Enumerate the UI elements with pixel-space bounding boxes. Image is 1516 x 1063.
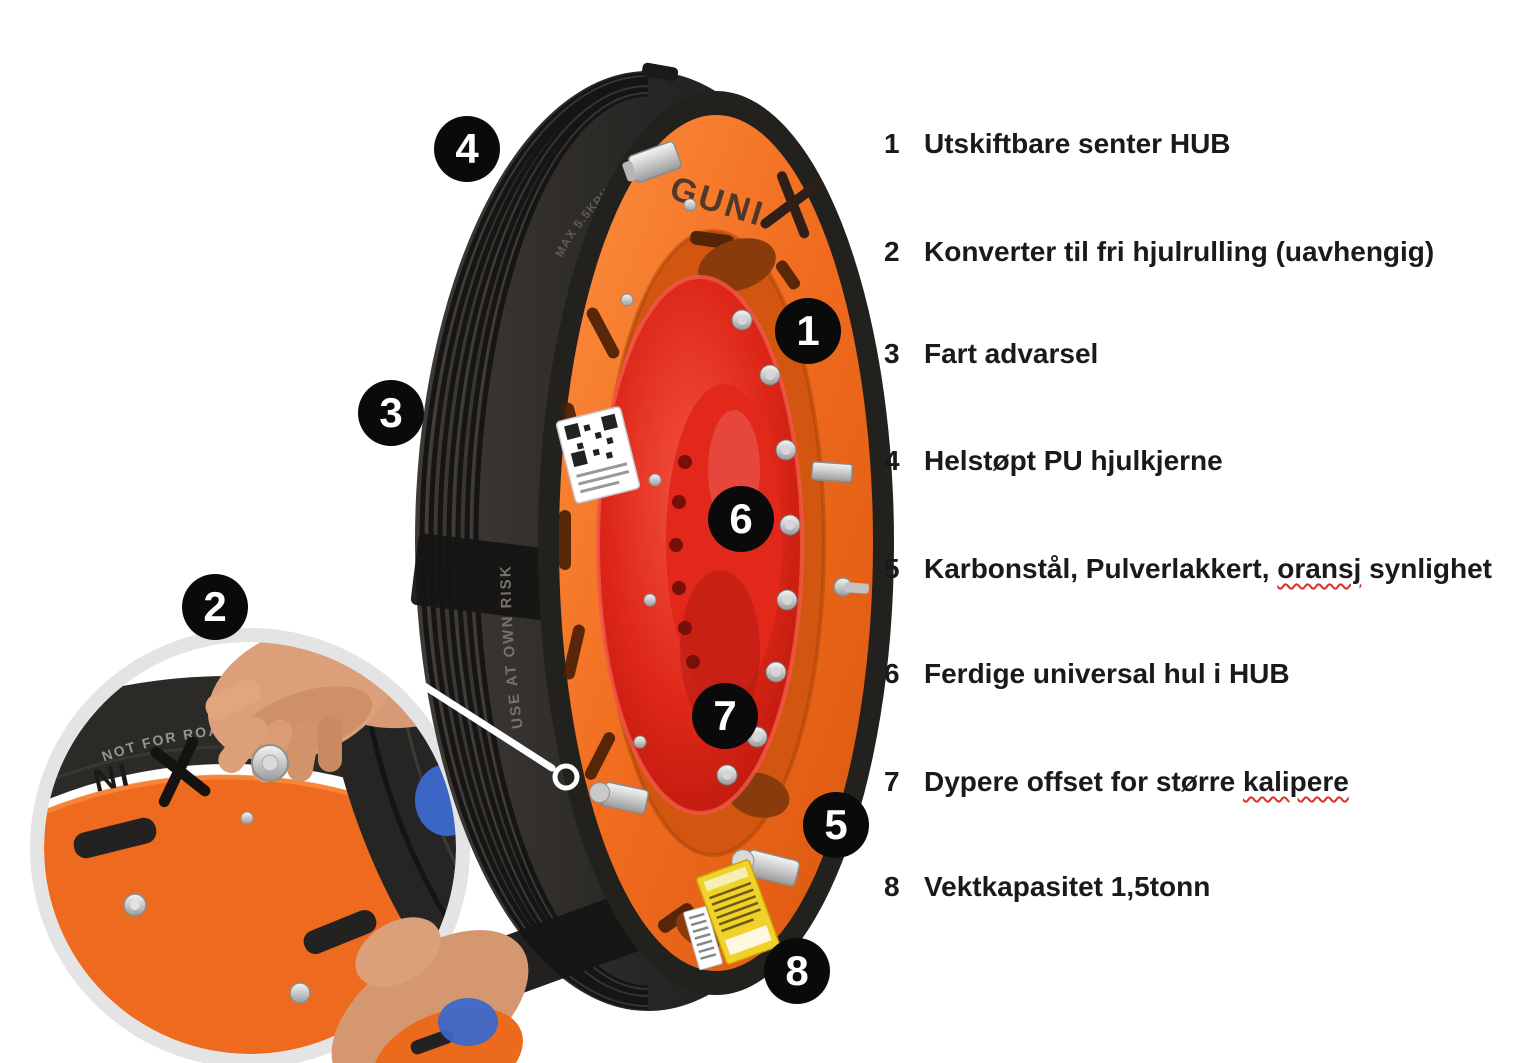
cloth-blue [438,998,498,1046]
rim-slot [563,624,585,680]
legend-item-2: 2 Konverter til fri hjulrulling (uavheng… [884,236,1434,268]
callout-7: 7 [692,683,758,749]
inset-ring [30,628,470,1063]
inset-bolt [289,982,311,1004]
hub-bolts [716,309,801,786]
inset-logo-x-icon [150,736,211,808]
legend-item-label: Karbonstål, Pulverlakkert, oransj synlig… [924,553,1492,584]
callout-1: 1 [775,298,841,364]
inset-finger [287,720,320,782]
legend-item-1: 1 Utskiftbare senter HUB [884,128,1231,160]
tire-seam-tab [641,62,679,82]
rim-slot [586,307,620,359]
legend-item-label: Dypere offset for større kalipere [924,766,1349,797]
hub-bolt-holes [669,455,700,669]
rim-slot [657,903,695,933]
legend-item-label: Fart advarsel [924,338,1099,369]
legend-item-number: 2 [884,236,900,267]
legend-item-number: 1 [884,128,900,159]
rim-pin-bottom-left [589,781,650,815]
tire-strap [410,533,574,623]
callout-4: 4 [434,116,500,182]
legend-item-number: 6 [884,658,900,689]
legend-item-8: 8 Vektkapasitet 1,5tonn [884,871,1210,903]
inset-sleeve [415,764,456,836]
rim-pin-right [810,461,854,483]
legend-item-6: 6 Ferdige universal hul i HUB [884,658,1290,690]
inset-pin-center [261,754,279,772]
inset-rim-highlight [44,774,456,1054]
legend-item-label: Ferdige universal hul i HUB [924,658,1290,689]
legend-item-label: Utskiftbare senter HUB [924,128,1231,159]
legend-item-number: 7 [884,766,900,797]
callout-6: 6 [708,486,774,552]
legend-item-5: 5 Karbonstål, Pulverlakkert, oransj synl… [884,553,1492,585]
legend-item-number: 5 [884,553,900,584]
rim-bolt-top [622,141,682,183]
inset-rim-slot [73,817,157,859]
rim-screw [620,293,634,307]
inset-thumb [205,679,261,720]
warning-label [696,859,780,965]
rim-bolt-right [833,577,870,597]
hand-grip [355,917,441,987]
legend-item-number: 3 [884,338,900,369]
legend-item-label: Konverter til fri hjulrulling (uavhengig… [924,236,1435,267]
legend-item-number: 8 [884,871,900,902]
callout-8: 8 [764,938,830,1004]
callout-2: 2 [182,574,248,640]
inset-logo-text: NI [90,756,135,799]
inset-bolt-center [130,900,140,910]
legend-item-7: 7 Dypere offset for større kalipere [884,766,1349,798]
barcode-label [683,905,723,971]
leader-line [414,678,580,791]
inset-finger [318,716,342,772]
callout-3: 3 [358,380,424,446]
rim-slot [559,510,571,570]
inset-finger [218,717,268,773]
inset-tread-groove [353,642,456,1050]
orange-part-slot [410,1029,454,1055]
inset-screw [240,811,254,825]
rim-screw [633,735,647,749]
arm-bottom [331,917,529,1063]
rim-slot [584,732,616,780]
inset-tread-groove [388,642,456,1015]
inset-rim-slot [303,909,377,955]
legend-item-label: Helstøpt PU hjulkjerne [924,445,1223,476]
legend-item-number: 4 [884,445,900,476]
legend-item-label: Vektkapasitet 1,5tonn [924,871,1211,902]
qr-sticker [555,406,641,504]
rim-hole [698,238,776,292]
legend-item-3: 3 Fart advarsel [884,338,1098,370]
rim-screw [683,198,697,212]
legend-item-4: 4 Helstøpt PU hjulkjerne [884,445,1223,477]
inset-photo: NOT FOR ROAD USE [44,642,456,1054]
callout-5: 5 [803,792,869,858]
rim-screw [648,473,662,487]
rim-screw [643,593,657,607]
rim-slot [775,260,801,290]
hub-flange-edge [596,275,804,815]
rim-logo-x-icon [760,171,822,239]
